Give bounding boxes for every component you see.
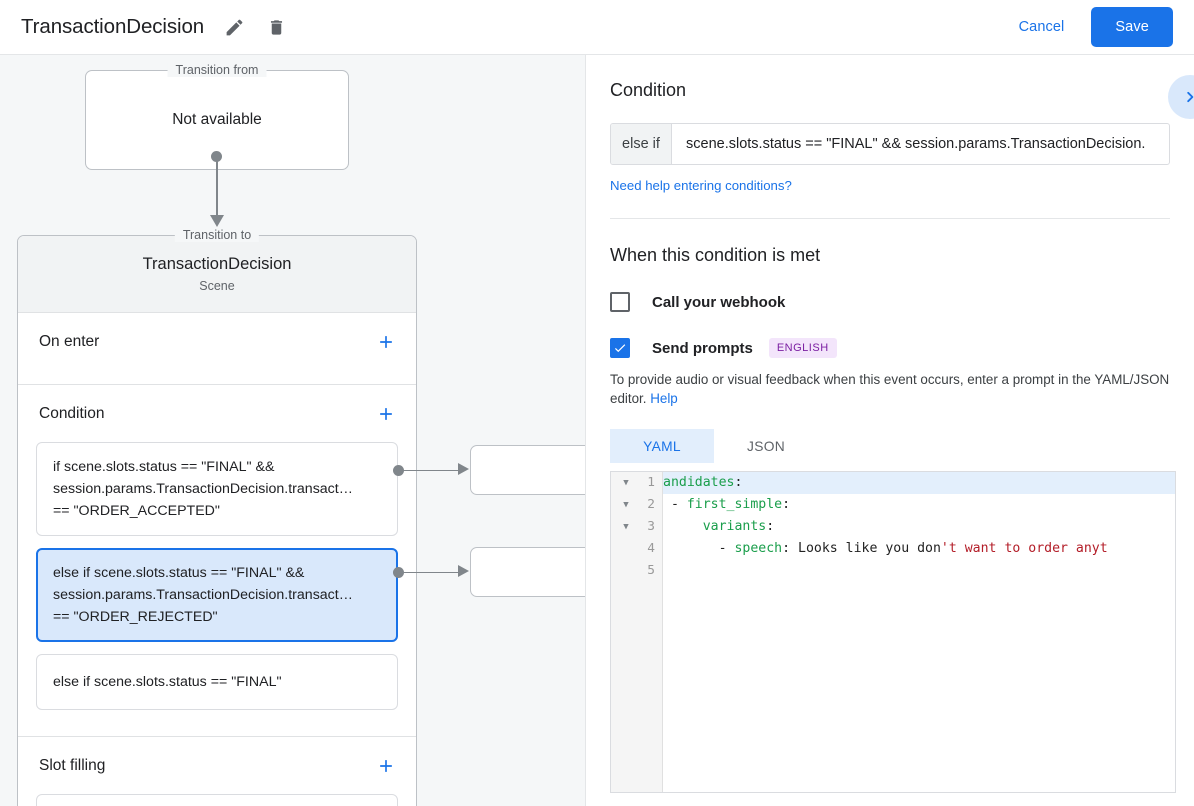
section-title-condition: Condition <box>39 404 105 422</box>
condition-input[interactable] <box>672 124 1169 164</box>
condition-editor-section: Condition else if Need help entering con… <box>586 55 1194 219</box>
language-badge: ENGLISH <box>768 338 837 358</box>
edge-arrow-rejected-icon <box>458 565 469 577</box>
section-title-slot-filling: Slot filling <box>39 756 106 774</box>
edge-arrow-accepted-icon <box>458 463 469 475</box>
target-node-rejected[interactable] <box>470 547 586 597</box>
add-on-enter-icon[interactable] <box>374 330 398 354</box>
scene-title: TransactionDecision <box>142 255 292 273</box>
prompt-helper-text: To provide audio or visual feedback when… <box>610 370 1170 408</box>
section-title-on-enter: On enter <box>39 332 100 350</box>
connector-line <box>216 156 218 220</box>
condition-item-1[interactable]: else if scene.slots.status == "FINAL" &&… <box>36 548 398 642</box>
fold-arrow-icon[interactable]: ▼ <box>623 521 629 532</box>
connector-arrow-icon <box>210 215 224 227</box>
right-panel: Condition else if Need help entering con… <box>586 55 1194 806</box>
transition-to-legend: Transition to <box>174 228 260 242</box>
editor-line-code: variants: <box>702 519 775 534</box>
code-editor[interactable]: ▼ 1 andidates: ▼ 2 - first_simple: ▼ 3 variant… <box>610 471 1176 793</box>
editor-line-2[interactable]: ▼ 2 - first_simple: <box>611 494 1175 516</box>
editor-line-4[interactable]: 4 - speech: Looks like you don't want to… <box>611 538 1175 560</box>
section-header-on-enter: On enter <box>18 313 416 370</box>
slot-validation-item[interactable]: Slot validation <box>36 794 398 806</box>
pencil-icon[interactable] <box>222 15 246 39</box>
condition-panel-title: Condition <box>610 80 687 100</box>
condition-item-0[interactable]: if scene.slots.status == "FINAL" && sess… <box>36 442 398 536</box>
fold-arrow-icon[interactable]: ▼ <box>623 499 629 510</box>
condition-item-2[interactable]: else if scene.slots.status == "FINAL" <box>36 654 398 710</box>
add-slot-filling-icon[interactable] <box>374 754 398 778</box>
tab-json[interactable]: JSON <box>747 438 785 454</box>
section-on-enter: On enter <box>18 313 416 385</box>
editor-line-highlight <box>663 560 1175 582</box>
edge-line-rejected <box>398 571 460 574</box>
tab-yaml[interactable]: YAML <box>610 429 714 463</box>
scene-header: TransactionDecision Scene <box>18 236 416 313</box>
fold-arrow-icon[interactable]: ▼ <box>623 477 629 488</box>
when-condition-met-section: When this condition is met Call your web… <box>586 219 1194 793</box>
help-link[interactable]: Help <box>650 391 678 406</box>
trash-icon[interactable] <box>264 15 288 39</box>
send-prompts-row[interactable]: Send prompts ENGLISH <box>610 338 1170 358</box>
editor-gutter <box>611 472 663 792</box>
editor-line-number: 3 <box>647 519 655 534</box>
editor-line-number: 5 <box>647 563 655 578</box>
section-header-slot-filling: Slot filling <box>18 737 416 794</box>
flow-canvas[interactable]: Transition from Not available Transition… <box>0 55 586 806</box>
page-title: TransactionDecision <box>21 15 205 38</box>
condition-input-row[interactable]: else if <box>610 123 1170 165</box>
panel-divider <box>585 55 586 806</box>
edge-line-accepted <box>398 469 460 472</box>
top-bar: TransactionDecision Cancel Save <box>0 0 1194 55</box>
prompt-helper-text-body: To provide audio or visual feedback when… <box>610 372 1170 406</box>
target-node-accepted[interactable] <box>470 445 586 495</box>
editor-line-1[interactable]: ▼ 1 andidates: <box>611 472 1175 494</box>
send-prompts-label: Send prompts <box>652 339 753 357</box>
save-button[interactable]: Save <box>1091 7 1173 47</box>
call-webhook-label: Call your webhook <box>652 293 786 311</box>
editor-format-tabs: YAML JSON <box>610 429 1170 463</box>
section-header-condition: Condition <box>18 385 416 442</box>
section-slot-filling: Slot filling Slot validation <box>18 737 416 806</box>
editor-rows[interactable]: ▼ 1 andidates: ▼ 2 - first_simple: ▼ 3 variant… <box>611 472 1175 582</box>
editor-line-number: 4 <box>647 541 655 556</box>
editor-line-highlight <box>663 472 1175 494</box>
editor-line-code: andidates: <box>663 475 743 490</box>
transition-from-legend: Transition from <box>167 63 267 77</box>
transition-from-value: Not available <box>172 111 262 128</box>
editor-line-5[interactable]: 5 <box>611 560 1175 582</box>
send-prompts-checkbox[interactable] <box>610 338 630 358</box>
scene-card[interactable]: Transition to TransactionDecision Scene … <box>17 228 417 806</box>
need-help-conditions-link[interactable]: Need help entering conditions? <box>610 178 792 193</box>
call-webhook-checkbox[interactable] <box>610 292 630 312</box>
add-condition-icon[interactable] <box>374 402 398 426</box>
editor-line-number: 2 <box>647 497 655 512</box>
editor-line-3[interactable]: ▼ 3 variants: <box>611 516 1175 538</box>
chevron-right-icon[interactable] <box>1168 75 1194 119</box>
webhook-row[interactable]: Call your webhook <box>610 292 1170 312</box>
scene-subtitle: Scene <box>199 279 235 293</box>
when-condition-met-title: When this condition is met <box>610 245 821 265</box>
cancel-button[interactable]: Cancel <box>1007 10 1077 44</box>
editor-line-code: - speech: Looks like you don't want to o… <box>663 541 1108 556</box>
editor-line-code: - first_simple: <box>663 497 791 512</box>
section-condition: Condition if scene.slots.status == "FINA… <box>18 385 416 737</box>
condition-prefix-label: else if <box>611 124 672 164</box>
section-divider <box>610 218 1170 219</box>
editor-line-number: 1 <box>647 475 655 490</box>
